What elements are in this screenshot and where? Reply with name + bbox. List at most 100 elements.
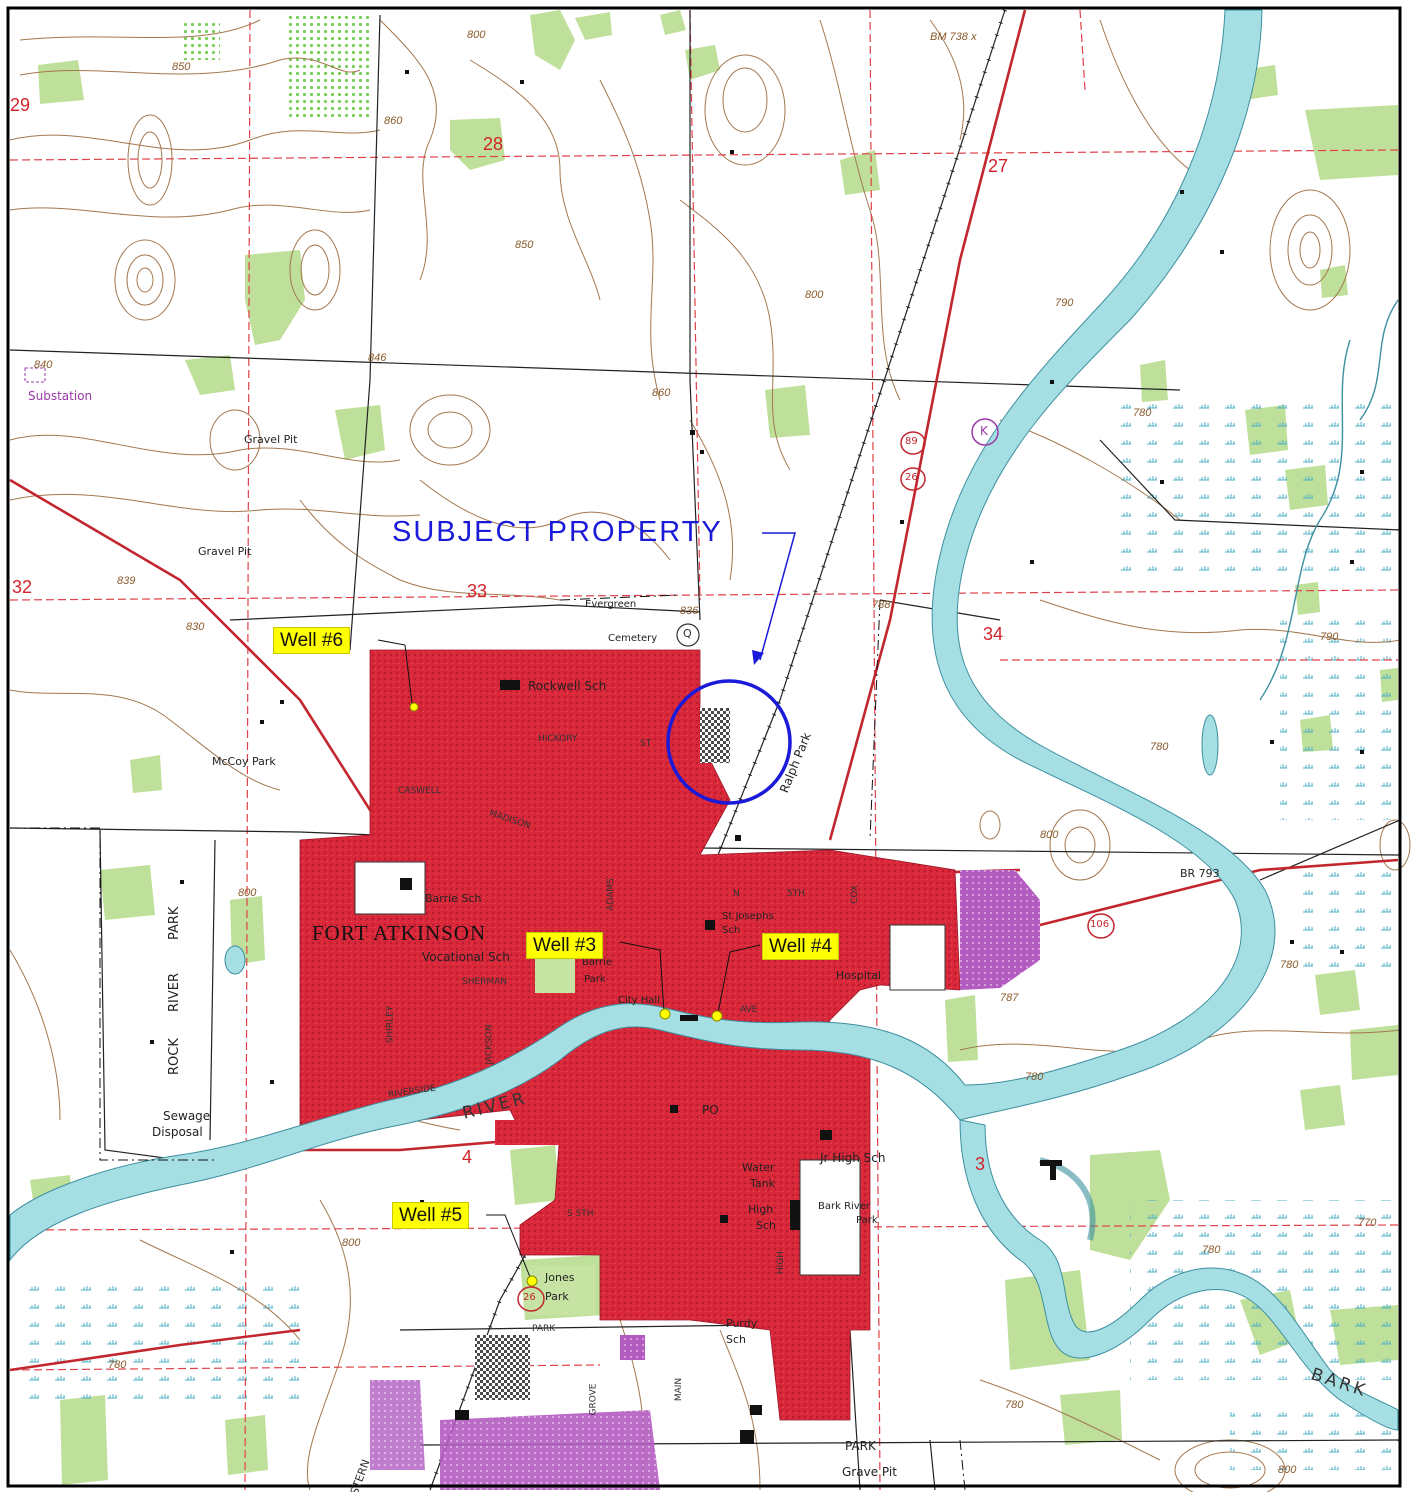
pond [224, 945, 246, 975]
street-label: ADAMS [605, 878, 616, 911]
contour-label: 790 [1320, 631, 1339, 643]
contour-label: 780 [1133, 407, 1152, 419]
subject-property-circle [666, 679, 792, 805]
route-shields [517, 431, 1115, 1312]
street-label: HIGH [776, 1250, 787, 1275]
purdy-school-label: Sch [726, 1333, 747, 1346]
boundary-line [10, 594, 966, 1491]
sewage-disposal-label: Sewage [163, 1109, 211, 1123]
street-label: COX [849, 885, 860, 904]
street-label: S 5TH [567, 1209, 594, 1219]
urban-area [495, 1120, 560, 1145]
section-number: 28 [483, 134, 504, 154]
street-label: SHIRLEY [385, 1005, 396, 1044]
street-label: SHERMAN [462, 977, 508, 987]
contour-label: 800 [1040, 829, 1059, 841]
contour-label: 800 [238, 887, 257, 899]
route-shield-label: 89 [905, 436, 918, 447]
contour-label: 780 [1280, 959, 1299, 971]
rock-river-park-label: RIVER [167, 972, 182, 1012]
substation-box [24, 367, 46, 383]
contour-label: 850 [515, 239, 534, 251]
contour-label: 780 [108, 1359, 127, 1371]
park-label: PARK [845, 1439, 876, 1453]
st-josephs-school-label: Sch [722, 925, 741, 936]
street-label: PARK [532, 1324, 556, 1334]
street-label: MAIN [674, 1377, 685, 1402]
contour-label: 840 [34, 359, 53, 371]
orchard [285, 15, 370, 120]
contour-label: 860 [652, 387, 671, 399]
street-label: GROVE [588, 1383, 599, 1416]
section-number: 4 [462, 1147, 473, 1167]
route-shield-label: K [980, 424, 988, 438]
street-label: JACKSON [484, 1024, 495, 1065]
jr-high-school-label: Jr High Sch [820, 1151, 886, 1165]
barrie-park-label: Barrie [582, 957, 612, 968]
rock-river [9, 9, 1276, 1262]
section-number: 27 [988, 156, 1009, 176]
contour-label: 780 [1005, 1399, 1024, 1411]
well-6-label: Well #6 [273, 627, 351, 654]
jones-park [525, 1265, 595, 1315]
subject-leader-line [759, 532, 796, 661]
water-tank-label: Water [742, 1161, 775, 1174]
street-label: HICKORY [538, 734, 578, 744]
jones-park-label: Jones [545, 1271, 575, 1284]
section-number: 33 [467, 581, 488, 601]
contour-label: 770 [1358, 1217, 1377, 1229]
hospital-grounds [889, 924, 946, 991]
stream [1259, 339, 1351, 701]
street-label: ST [640, 739, 652, 749]
purdy-school-label: Purdy [726, 1317, 758, 1330]
cemetery-label: Cemetery [608, 633, 658, 644]
pond [1201, 714, 1219, 776]
high-school-grounds [799, 1159, 861, 1276]
high-school-label: High [748, 1203, 774, 1216]
jones-park-label: Park [545, 1290, 569, 1303]
cemetery-label: Evergreen [585, 599, 637, 610]
contour-label: 800 [467, 29, 486, 41]
water-tank-label: Tank [750, 1177, 775, 1190]
section-number: 32 [12, 577, 33, 597]
orchard [180, 20, 220, 60]
section-lines [9, 9, 1399, 1491]
gravel-pit-label: Grave Pit [842, 1465, 897, 1479]
rockwell-school-label: Rockwell Sch [528, 679, 607, 693]
contour-label: 836 [680, 605, 699, 617]
st-josephs-school-label: St Josephs [722, 911, 774, 922]
subject-leader-arrow [752, 650, 764, 665]
map-border [6, 6, 1402, 1488]
post-office-label: PO [702, 1103, 719, 1117]
vocational-school-label: Vocational Sch [422, 950, 510, 964]
route-shield-label: Q [683, 627, 692, 640]
gravel-pit-label: Gravel Pit [198, 545, 252, 558]
rock-river-park-label: ROCK [167, 1038, 182, 1075]
bark-river-park-label: Park [856, 1215, 878, 1226]
purple-revision-area [960, 870, 1040, 990]
street-label: CASWELL [398, 786, 441, 796]
mccoy-park-label: McCoy Park [212, 755, 276, 768]
street-label: 5TH [787, 889, 805, 899]
gravel-area [475, 1335, 530, 1400]
route-shield-label: 26 [523, 1292, 536, 1303]
section-number: 29 [10, 95, 31, 115]
substation-label: Substation [28, 389, 93, 403]
well-5-label: Well #5 [392, 1202, 470, 1229]
stream [1359, 299, 1399, 421]
contour-label: 800 [1278, 1464, 1297, 1476]
city-name: FORT ATKINSON [312, 921, 487, 945]
purple-revision-area [440, 1410, 660, 1490]
barrie-park [535, 958, 575, 993]
barrie-school-label: Barrie Sch [425, 892, 482, 905]
contour-label: 839 [117, 575, 136, 587]
contour-label: 787 [1000, 992, 1019, 1004]
gravel-pit-label: Gravel Pit [244, 433, 298, 446]
section-number: 3 [975, 1154, 986, 1174]
contour-label: 830 [186, 621, 205, 633]
bark-river-park-label: Bark River [818, 1201, 870, 1212]
subject-building [700, 708, 730, 763]
street-label: AVE [740, 1005, 758, 1015]
